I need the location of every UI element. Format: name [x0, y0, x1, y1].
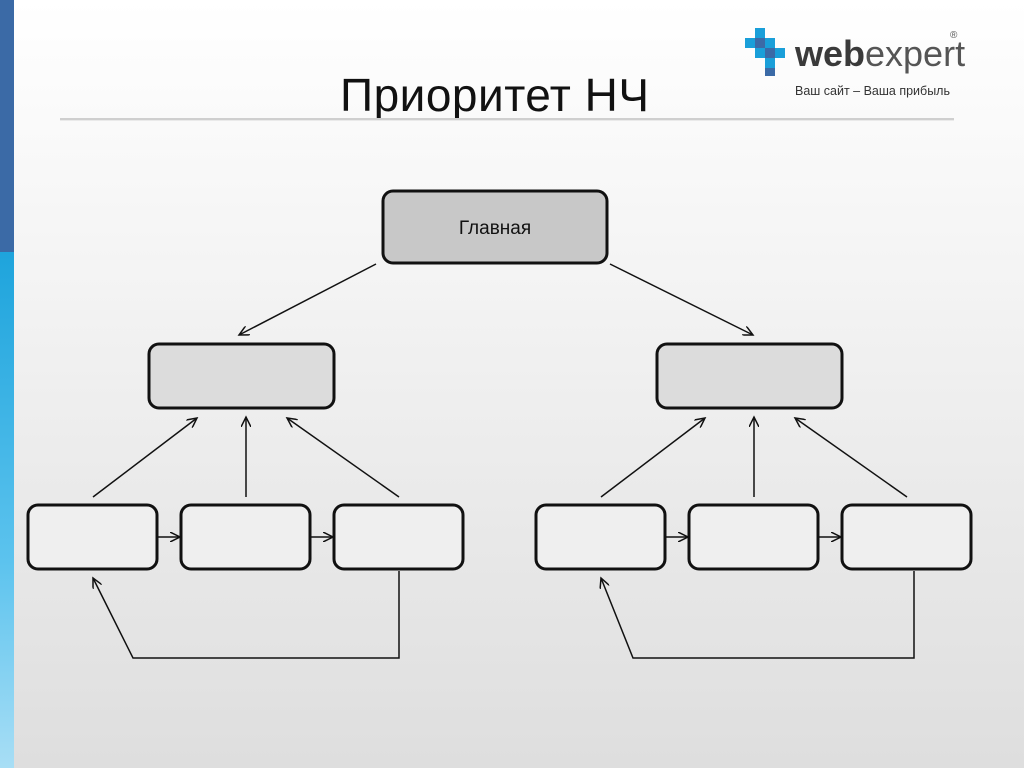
node-root-label: Главная	[459, 218, 531, 239]
arrow-leaf-right-3-to-mid	[795, 418, 908, 498]
slide-title: Приоритет НЧ	[340, 69, 650, 121]
arrow-leaf-left-1-to-mid	[92, 418, 197, 498]
brand-logo: webexpert ® Ваш сайт – Ваша прибыль	[745, 28, 965, 100]
logo-wordmark-regular: expert	[865, 33, 966, 74]
arrow-root-to-mid-right	[609, 263, 753, 335]
node-mid-left	[147, 342, 336, 410]
node-mid-right	[655, 342, 844, 410]
node-leaf-left-1	[26, 503, 159, 571]
logo-wordmark: webexpert	[795, 34, 965, 74]
logo-tagline: Ваш сайт – Ваша прибыль	[795, 84, 950, 98]
node-leaf-right-2	[687, 503, 820, 571]
node-leaf-left-3	[332, 503, 465, 571]
sidebar-accent-top	[0, 0, 14, 252]
arrow-loop-left	[93, 571, 400, 659]
title-divider	[60, 118, 954, 121]
arrow-root-to-mid-left	[239, 263, 377, 335]
arrow-leaf-left-3-to-mid	[287, 418, 400, 498]
node-leaf-right-3	[840, 503, 973, 571]
arrow-leaf-right-1-to-mid	[600, 418, 705, 498]
arrow-loop-right	[601, 571, 915, 659]
sidebar-accent-bottom	[0, 252, 14, 768]
registered-mark: ®	[950, 30, 958, 41]
logo-wordmark-bold: web	[795, 33, 866, 74]
node-root-box	[381, 189, 609, 265]
webexpert-plus-icon	[745, 28, 785, 76]
node-leaf-left-2	[179, 503, 312, 571]
node-root: Главная	[381, 189, 609, 265]
node-leaf-right-1	[534, 503, 667, 571]
